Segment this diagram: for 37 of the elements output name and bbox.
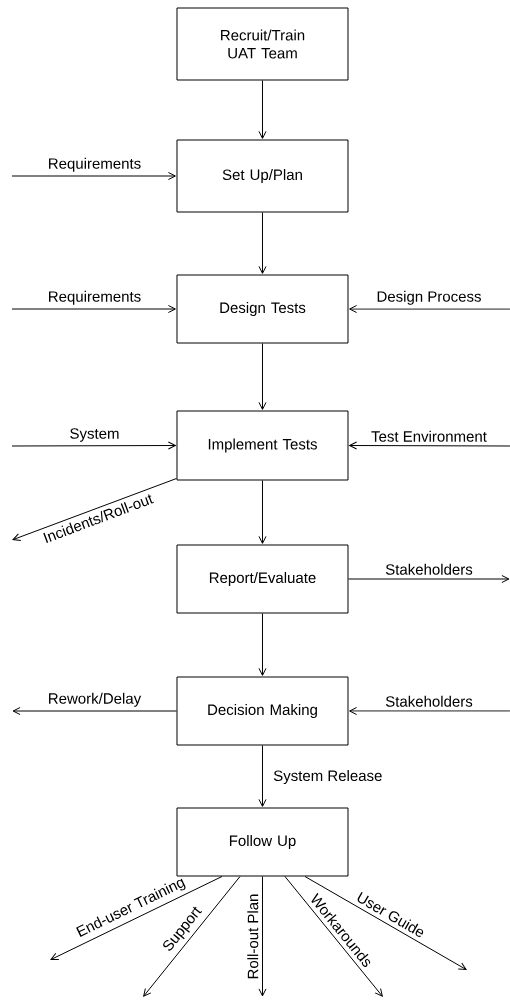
- arrow: [12, 478, 177, 541]
- process-box: Decision Making: [176, 676, 349, 746]
- arrow: [348, 575, 510, 583]
- process-box: Follow Up: [176, 807, 349, 877]
- edge-label: Roll-out Plan: [247, 894, 259, 979]
- edge-label: System: [70, 428, 119, 442]
- edge-label: Design Process: [377, 290, 481, 305]
- process-box: Set Up/Plan: [176, 139, 349, 213]
- arrow: [11, 172, 176, 180]
- arrow: [258, 876, 267, 997]
- edge-label: Requirements: [49, 157, 141, 172]
- edge-label: Stakeholders: [385, 563, 473, 575]
- arrow: [304, 876, 467, 970]
- arrow: [284, 876, 383, 997]
- arrow: [258, 80, 267, 139]
- arrow: [258, 480, 267, 544]
- process-box: Design Tests: [176, 274, 349, 344]
- edge-label: System Release: [272, 769, 384, 785]
- arrow: [11, 305, 176, 313]
- edge-label: Requirements: [49, 290, 141, 305]
- arrow: [50, 876, 223, 961]
- process-box: Report/Evaluate: [176, 544, 349, 614]
- arrow: [258, 613, 267, 676]
- arrow: [11, 441, 176, 450]
- arrow: [349, 441, 510, 450]
- arrow: [143, 876, 241, 997]
- process-box: Recruit/Train UAT Team: [176, 7, 349, 81]
- edge-label: Rework/Delay: [49, 692, 142, 707]
- arrow: [12, 707, 177, 715]
- arrow: [349, 305, 510, 313]
- edge-label: Stakeholders: [385, 695, 473, 707]
- arrow: [349, 707, 510, 715]
- arrow: [258, 343, 267, 410]
- edge-label: Test Environment: [371, 430, 487, 442]
- process-box: Implement Tests: [176, 410, 349, 481]
- arrow: [258, 745, 267, 807]
- arrow: [258, 212, 267, 274]
